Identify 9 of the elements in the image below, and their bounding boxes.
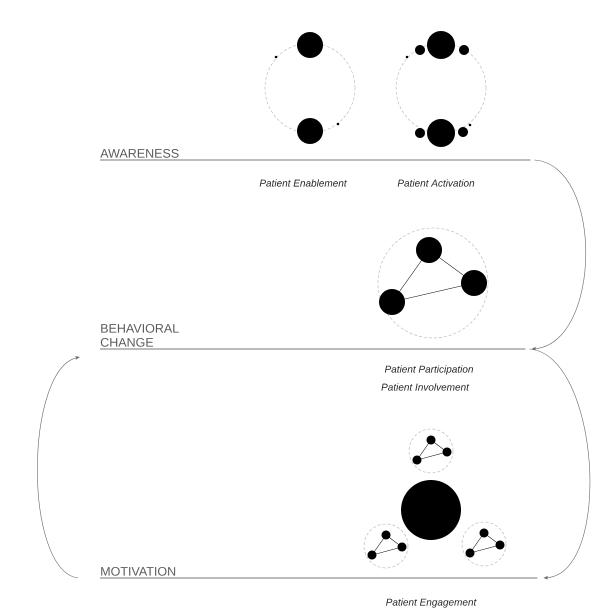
stage-heading: MOTIVATION xyxy=(100,566,538,578)
stage-heading: BEHAVIORAL CHANGE xyxy=(100,324,526,350)
stage-label: Patient Participation xyxy=(384,365,473,375)
stage-heading: AWARENESS xyxy=(100,148,531,160)
stage-label: Patient Involvement xyxy=(381,383,470,391)
stage-label: Patient Activation xyxy=(398,179,474,187)
stage-label: Patient Engagement xyxy=(386,598,477,608)
cycle-arrow xyxy=(529,348,590,580)
stage-label: Patient Enablement xyxy=(260,179,347,187)
